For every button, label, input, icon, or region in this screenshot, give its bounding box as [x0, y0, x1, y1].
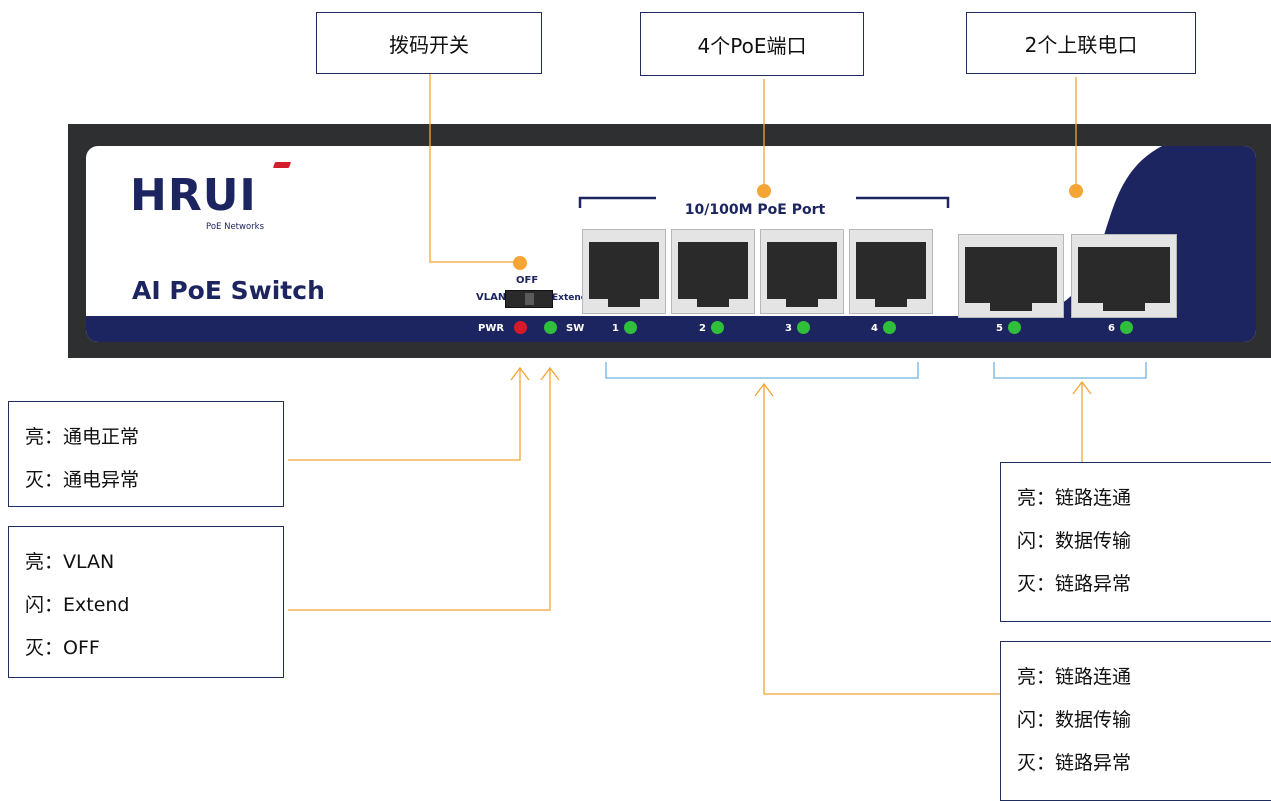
poe-port-2 — [671, 229, 755, 314]
sw-status-line: 灭：OFF — [25, 637, 100, 659]
port-latch — [785, 297, 819, 307]
dip-leader-dot — [513, 256, 527, 270]
uplink-leader-dot — [1069, 184, 1083, 198]
poe-port-3 — [760, 229, 844, 314]
led-port-4 — [883, 321, 896, 334]
navy-panel-band — [86, 146, 1256, 342]
poe-arrow-head — [754, 382, 774, 397]
led-label-port-4: 4 — [871, 323, 878, 334]
dip-extend-label: Extend — [552, 293, 588, 303]
brand-logo: HRUI — [130, 170, 257, 221]
poe-status-line: 灭：链路异常 — [1017, 752, 1132, 774]
led-port-6 — [1120, 321, 1133, 334]
led-label-sw: SW — [566, 323, 585, 334]
led-label-pwr: PWR — [478, 323, 505, 334]
port-latch — [696, 297, 730, 307]
port-latch — [990, 301, 1032, 311]
led-label-port-2: 2 — [699, 323, 706, 334]
led-port-2 — [711, 321, 724, 334]
pwr-status-line: 亮：通电正常 — [25, 426, 140, 448]
callout-dip-switch: 拨码开关 — [316, 12, 542, 74]
uplink-status-line: 灭：链路异常 — [1017, 573, 1132, 595]
poe-led-bracket — [605, 362, 919, 379]
port-socket — [965, 247, 1057, 303]
port-socket — [767, 242, 837, 299]
uplink-port-5 — [958, 234, 1064, 318]
uplink-led-bracket — [993, 362, 1147, 379]
dip-off-label: OFF — [516, 275, 539, 286]
port-latch — [1103, 301, 1145, 311]
port-socket — [856, 242, 926, 299]
port-socket — [678, 242, 748, 299]
poe-port-4 — [849, 229, 933, 314]
sw-status-line: 亮：VLAN — [25, 551, 115, 573]
poe-port-1 — [582, 229, 666, 314]
sw-status-line: 闪：Extend — [25, 594, 130, 616]
dip-vlan-label: VLAN — [476, 292, 507, 303]
led-label-port-3: 3 — [785, 323, 792, 334]
uplink-port-6 — [1071, 234, 1177, 318]
port-socket — [589, 242, 659, 299]
brand-subtitle: PoE Networks — [206, 222, 265, 232]
led-label-port-5: 5 — [996, 323, 1003, 334]
led-sw — [544, 321, 557, 334]
panel-graphics — [86, 146, 1256, 342]
poe-status-line: 亮：链路连通 — [1017, 666, 1132, 688]
callout-poe-ports: 4个PoE端口 — [640, 12, 864, 76]
product-name: AI PoE Switch — [132, 276, 325, 305]
poe-status-leader-line — [763, 384, 1000, 695]
port-latch — [607, 297, 641, 307]
led-port-1 — [624, 321, 637, 334]
port-group-bracket — [578, 196, 950, 208]
callout-poe-status: 亮：链路连通 闪：数据传输 灭：链路异常 — [1000, 641, 1271, 801]
port-socket — [1078, 247, 1170, 303]
dip-switch-knob — [525, 293, 534, 305]
sw-arrow-head — [540, 366, 560, 381]
pwr-leader-line — [288, 368, 521, 461]
uplink-status-line: 亮：链路连通 — [1017, 487, 1132, 509]
callout-sw-status: 亮：VLAN 闪：Extend 灭：OFF — [8, 526, 284, 678]
port-latch — [874, 297, 908, 307]
led-pwr — [514, 321, 527, 334]
led-port-5 — [1008, 321, 1021, 334]
dip-leader-line — [429, 48, 520, 263]
led-port-3 — [797, 321, 810, 334]
pwr-arrow-head — [510, 366, 530, 381]
callout-uplink-status: 亮：链路连通 闪：数据传输 灭：链路异常 — [1000, 462, 1271, 622]
sw-leader-line — [288, 368, 551, 611]
led-label-port-1: 1 — [612, 323, 619, 334]
uplink-arrow-head — [1072, 380, 1092, 395]
dip-switch[interactable] — [505, 290, 553, 308]
led-label-port-6: 6 — [1108, 323, 1115, 334]
port-group-label: 10/100M PoE Port — [655, 202, 855, 218]
poe-leader-dot — [757, 184, 771, 198]
callout-uplink-ports: 2个上联电口 — [966, 12, 1196, 74]
poe-status-line: 闪：数据传输 — [1017, 709, 1132, 731]
pwr-status-line: 灭：通电异常 — [25, 469, 140, 491]
callout-pwr-status: 亮：通电正常 灭：通电异常 — [8, 401, 284, 507]
uplink-status-line: 闪：数据传输 — [1017, 530, 1132, 552]
